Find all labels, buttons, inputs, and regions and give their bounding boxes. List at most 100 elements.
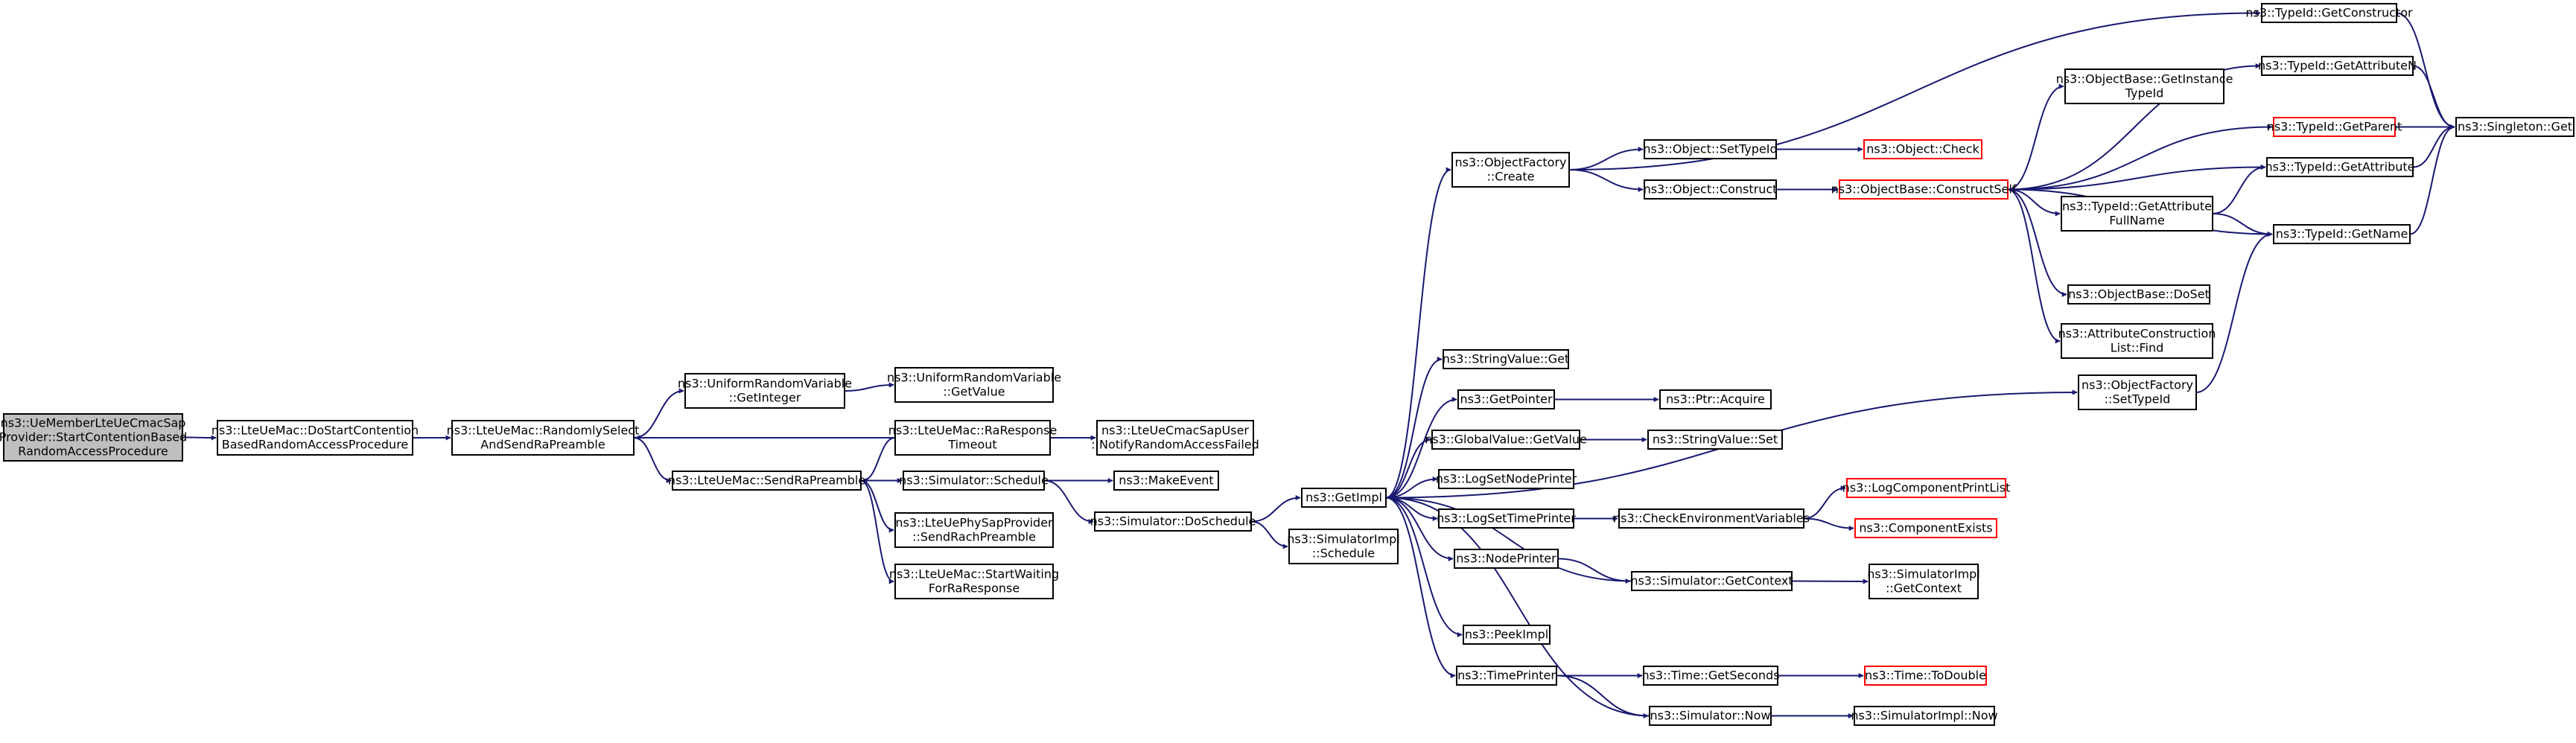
node-box <box>1659 389 1772 409</box>
edge-get-impl-to-node-printer <box>1385 497 1454 561</box>
node-tid-get-attr[interactable]: ns3::TypeId::GetAttribute <box>2265 157 2415 177</box>
node-label: ns3::ObjectFactory <box>1455 156 1567 170</box>
node-box <box>1438 469 1574 489</box>
node-label: ::NotifyRandomAccessFailed <box>1091 438 1259 452</box>
node-rand-sel[interactable]: ns3::LteUeMac::RandomlySelectAndSendRaPr… <box>447 420 640 456</box>
node-box <box>894 564 1054 599</box>
node-to-double[interactable]: ns3::Time::ToDouble <box>1864 666 1987 686</box>
node-comp-exists[interactable]: ns3::ComponentExists <box>1854 518 1997 538</box>
node-tid-get-name[interactable]: ns3::TypeId::GetName <box>2273 224 2411 244</box>
node-label: ns3::Singleton::Get <box>2458 120 2572 134</box>
node-box <box>2455 117 2575 137</box>
node-box <box>2261 56 2414 76</box>
node-label: ns3::LteUeMac::RandomlySelect <box>447 424 640 438</box>
edge-obj-fact-create-to-obj-construct <box>1568 169 1644 192</box>
node-get-pointer[interactable]: ns3::GetPointer <box>1457 389 1555 409</box>
node-label: ns3::PeekImpl <box>1465 628 1548 642</box>
node-box <box>684 373 845 409</box>
edge-send-ra-to-start-wait <box>860 479 894 584</box>
node-uni-int[interactable]: ns3::UniformRandomVariable::GetInteger <box>678 373 852 409</box>
node-str-val-get[interactable]: ns3::StringValue::Get <box>1443 349 1569 369</box>
node-label: Timeout <box>947 438 996 452</box>
node-label: ns3::SimulatorImpl::Now <box>1851 709 1997 723</box>
node-label: ns3::SimulatorImpl <box>1287 532 1400 546</box>
node-tid-get-parent[interactable]: ns3::TypeId::GetParent <box>2267 117 2402 137</box>
node-box <box>1288 529 1399 564</box>
node-sim-sched[interactable]: ns3::Simulator::Schedule <box>899 471 1049 491</box>
node-do-start[interactable]: ns3::LteUeMac::DoStartContentionBasedRan… <box>212 420 419 456</box>
node-check-env[interactable]: ns3::CheckEnvironmentVariables <box>1613 508 1810 529</box>
node-label: ns3::ObjectBase::GetInstance <box>2056 72 2233 86</box>
node-log-comp-list[interactable]: ns3::LogComponentPrintList <box>1842 478 2011 498</box>
node-box <box>1863 139 1982 159</box>
node-label: ns3::LteUeMac::RaResponse <box>888 424 1058 438</box>
node-box <box>2078 374 2197 410</box>
node-box <box>1094 511 1252 532</box>
node-log-node[interactable]: ns3::LogSetNodePrinter <box>1436 469 1577 489</box>
node-label: ::SendRachPreamble <box>912 530 1036 544</box>
node-ptr-acquire[interactable]: ns3::Ptr::Acquire <box>1659 389 1772 409</box>
node-box <box>1096 420 1254 456</box>
node-label: RandomAccessProcedure <box>18 444 168 459</box>
node-obj-check[interactable]: ns3::Object::Check <box>1863 139 1982 159</box>
node-tid-get-ctor[interactable]: ns3::TypeId::GetConstructor <box>2245 3 2413 23</box>
node-sim-get-ctx[interactable]: ns3::Simulator::GetContext <box>1630 571 1793 591</box>
node-str-val-set[interactable]: ns3::StringValue::Set <box>1647 430 1783 450</box>
node-global-get[interactable]: ns3::GlobalValue::GetValue <box>1425 430 1587 450</box>
node-box <box>2261 3 2397 23</box>
node-get-impl[interactable]: ns3::GetImpl <box>1301 488 1387 508</box>
node-peek-impl[interactable]: ns3::PeekImpl <box>1463 625 1551 645</box>
node-set-type-id[interactable]: ns3::Object::SetTypeId <box>1643 139 1778 159</box>
node-sim-impl-ctx[interactable]: ns3::SimulatorImpl::GetContext <box>1867 564 1980 599</box>
node-box <box>1454 549 1559 569</box>
node-uni-val[interactable]: ns3::UniformRandomVariable::GetValue <box>887 367 1061 403</box>
edge-sim-get-ctx-to-get-impl <box>1387 495 1632 582</box>
node-box <box>1864 666 1987 686</box>
node-send-ra[interactable]: ns3::LteUeMac::SendRaPreamble <box>668 471 865 491</box>
node-singleton-get[interactable]: ns3::Singleton::Get <box>2455 117 2575 137</box>
node-time-printer[interactable]: ns3::TimePrinter <box>1456 666 1557 686</box>
node-notify[interactable]: ns3::LteUeCmacSapUser::NotifyRandomAcces… <box>1091 420 1259 456</box>
node-time-sec[interactable]: ns3::Time::GetSeconds <box>1641 666 1780 686</box>
node-make-evt[interactable]: ns3::MakeEvent <box>1113 471 1219 491</box>
node-sim-impl-sched[interactable]: ns3::SimulatorImpl::Schedule <box>1287 529 1400 564</box>
edge-tid-get-attr-to-singleton-get <box>2412 124 2455 168</box>
edge-construct-self-to-tid-get-parent <box>2007 124 2273 191</box>
node-label: ns3::StringValue::Set <box>1653 433 1778 447</box>
node-label: ns3::Simulator::DoSchedule <box>1090 514 1256 529</box>
node-send-rach[interactable]: ns3::LteUePhySapProvider::SendRachPreamb… <box>894 512 1054 548</box>
edge-get-impl-to-global-get <box>1385 437 1431 499</box>
edge-tid-attr-full-to-tid-get-name <box>2212 213 2273 237</box>
node-obj-construct[interactable]: ns3::Object::Construct <box>1644 179 1778 200</box>
node-do-set[interactable]: ns3::ObjectBase::DoSet <box>2067 284 2210 304</box>
node-box <box>1854 706 1995 726</box>
node-label: ns3::GetImpl <box>1306 491 1382 505</box>
node-box <box>1438 508 1574 529</box>
node-sim-impl-now[interactable]: ns3::SimulatorImpl::Now <box>1851 706 1998 726</box>
node-label: ns3::LteUeCmacSapUser <box>1101 424 1249 438</box>
node-sim-now[interactable]: ns3::Simulator::Now <box>1649 706 1772 726</box>
edge-do-sched-to-get-impl <box>1250 495 1301 523</box>
node-do-sched[interactable]: ns3::Simulator::DoSchedule <box>1090 511 1256 532</box>
edge-sim-get-ctx-to-sim-impl-ctx <box>1791 578 1869 584</box>
node-box <box>217 420 413 456</box>
node-box <box>894 367 1054 403</box>
node-label: AndSendRaPreamble <box>480 438 605 452</box>
edge-tid-get-name-to-singleton-get <box>2409 124 2455 235</box>
edge-send-ra-to-send-rach <box>860 479 894 533</box>
node-node-printer[interactable]: ns3::NodePrinter <box>1454 549 1559 569</box>
edges <box>182 10 2455 718</box>
node-construct-self[interactable]: ns3::ObjectBase::ConstructSelf <box>1831 179 2017 200</box>
node-tid-get-attr-n[interactable]: ns3::TypeId::GetAttributeN <box>2258 56 2417 76</box>
node-of-set-tid[interactable]: ns3::ObjectFactory::SetTypeId <box>2078 374 2197 410</box>
node-label: ns3::GlobalValue::GetValue <box>1425 433 1587 447</box>
node-box <box>1869 564 1979 599</box>
node-label: ::Schedule <box>1312 546 1375 561</box>
node-obj-fact-create[interactable]: ns3::ObjectFactory::Create <box>1451 152 1570 188</box>
node-log-time[interactable]: ns3::LogSetTimePrinter <box>1437 508 1576 529</box>
